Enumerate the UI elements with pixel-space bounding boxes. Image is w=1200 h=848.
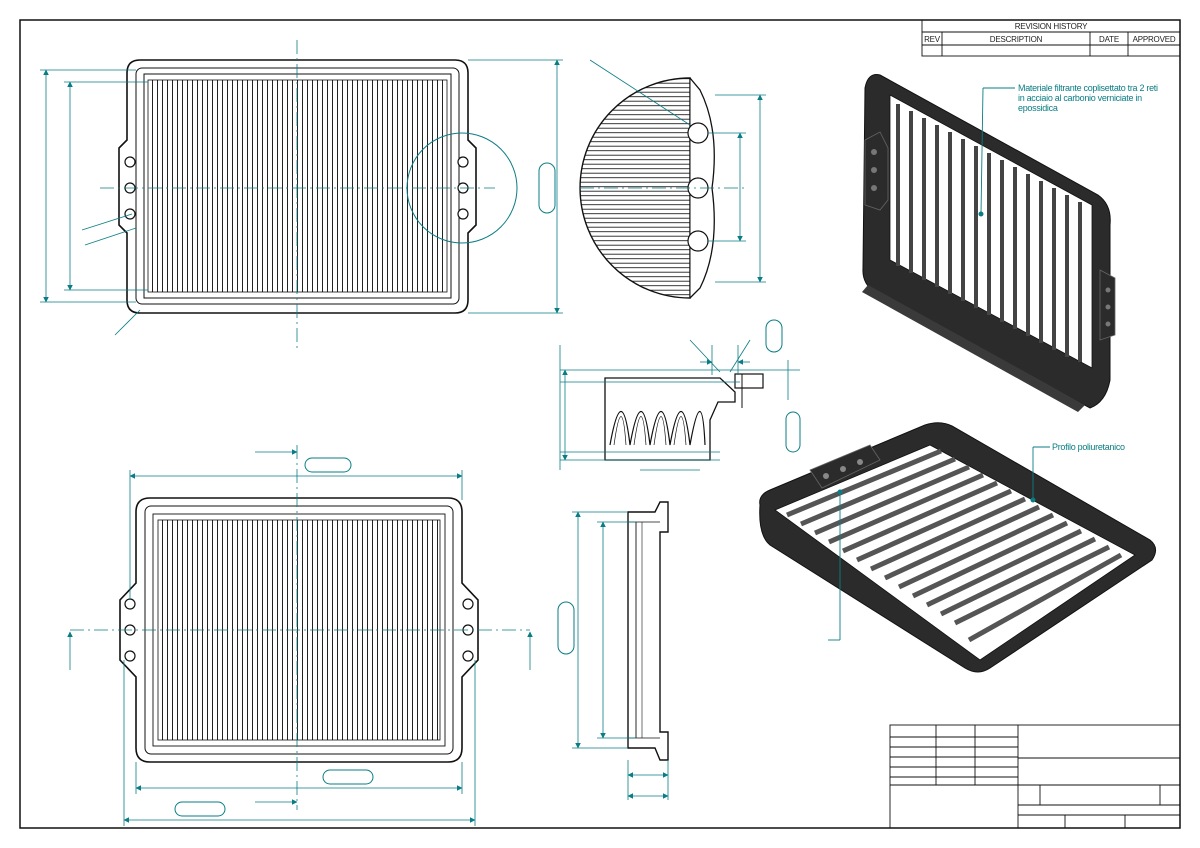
section-profile — [559, 319, 801, 471]
revision-col-rev: REV — [924, 35, 941, 44]
callout-frame-profile: Profilo poliuretanico — [1052, 442, 1125, 452]
callout-filter-material-line1: Materiale filtrante coplisettato tra 2 r… — [1018, 83, 1158, 93]
callout-filter-material-line3: epossidica — [1018, 103, 1058, 113]
top-view-bottom — [67, 445, 533, 826]
front-view-top — [40, 40, 563, 352]
revision-table — [921, 19, 1181, 57]
revision-col-date: DATE — [1099, 35, 1119, 44]
sheet-border — [19, 19, 1181, 829]
revision-table-title: REVISION HISTORY — [1015, 22, 1088, 31]
detail-view — [579, 59, 766, 299]
title-block — [889, 724, 1181, 829]
revision-col-approved: APPROVED — [1133, 35, 1176, 44]
revision-col-description: DESCRIPTION — [990, 35, 1043, 44]
isometric-view-lower — [759, 422, 1156, 673]
callout-filter-material-line2: in acciaio al carbonio verniciate in — [1018, 93, 1142, 103]
side-view — [557, 501, 669, 800]
isometric-view-upper — [862, 74, 1116, 412]
